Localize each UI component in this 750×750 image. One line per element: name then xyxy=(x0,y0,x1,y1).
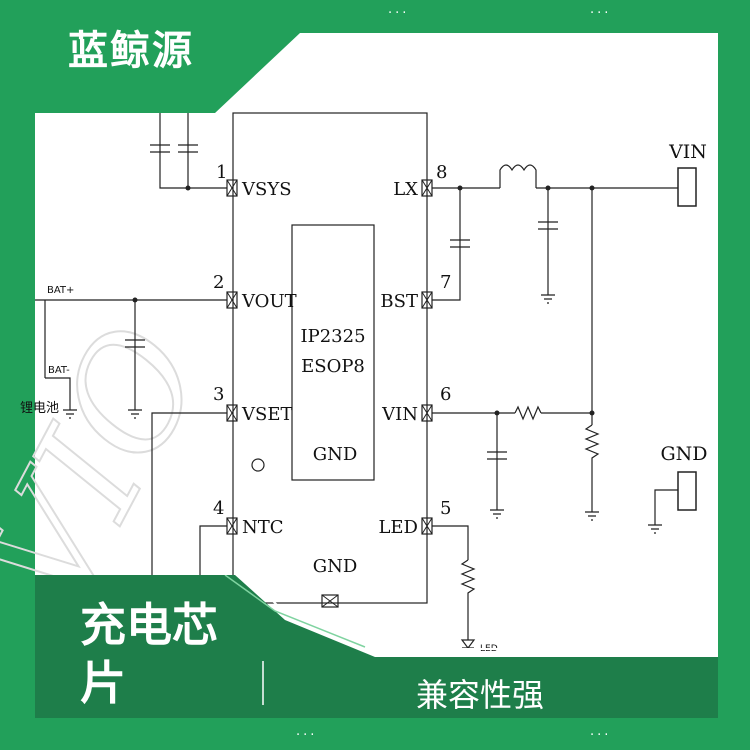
wire-vsys xyxy=(159,113,227,189)
bat-minus-label: BAT- xyxy=(48,365,70,376)
wire-led xyxy=(432,525,469,560)
decorative-dots: ... xyxy=(388,2,410,17)
pin-number-3: 3 xyxy=(213,384,224,405)
brand-logo-text: 蓝鲸源 xyxy=(68,28,194,74)
cap-vsys-1 xyxy=(150,144,170,153)
resistor-led xyxy=(460,559,476,640)
pin-number-2: 2 xyxy=(213,272,224,293)
ground-symbol xyxy=(128,409,142,419)
pin-name-vsys: VSYS xyxy=(241,179,292,200)
pin-box-gnd xyxy=(321,594,339,608)
wire-gnd-terminal xyxy=(654,489,678,525)
pin-number-4: 4 xyxy=(213,498,224,519)
pin-number-6: 6 xyxy=(440,384,451,405)
cap-lx xyxy=(538,221,558,230)
gnd-terminal-label: GND xyxy=(660,443,707,465)
resistor-ntc xyxy=(584,424,600,512)
cap-vsys-2 xyxy=(178,144,198,153)
wire-vset xyxy=(151,412,227,575)
pin-number-8: 8 xyxy=(436,162,447,183)
ground-symbol xyxy=(63,409,77,419)
ground-symbol xyxy=(490,509,504,519)
bottom-banner-bg xyxy=(35,575,718,718)
product-title: 充电芯片 xyxy=(80,598,218,710)
decorative-dots: ... xyxy=(590,724,612,739)
pin-name-bst: BST xyxy=(380,291,418,312)
pin-name-vset: VSET xyxy=(241,404,292,425)
chip-body xyxy=(232,112,428,604)
pin-number-5: 5 xyxy=(440,498,451,519)
pin-name-led: LED xyxy=(378,517,418,538)
pin-name-ntc: NTC xyxy=(242,517,284,538)
cap-vout xyxy=(125,339,145,348)
ground-symbol xyxy=(541,294,555,304)
wire-bat-minus xyxy=(45,377,71,410)
chip-center-pad xyxy=(291,224,375,481)
pin-number-1: 1 xyxy=(216,162,227,183)
cap-bst xyxy=(450,239,470,248)
pin-name-bottom-gnd: GND xyxy=(313,556,358,577)
inductor xyxy=(499,164,537,188)
decorative-dots: ... xyxy=(296,724,318,739)
ground-symbol xyxy=(648,524,662,534)
marker-circle xyxy=(251,458,265,472)
pin-name-vout: VOUT xyxy=(241,291,297,312)
battery-label: 锂电池 xyxy=(20,401,59,416)
pin-number-7: 7 xyxy=(440,272,451,293)
cap-vin xyxy=(487,451,507,460)
wire-bst xyxy=(432,188,461,301)
wire-ntc xyxy=(199,525,227,575)
gnd-terminal xyxy=(677,471,697,511)
vin-terminal-label: VIN xyxy=(668,141,707,163)
bat-plus-label: BAT+ xyxy=(47,285,74,296)
pin-name-vin: VIN xyxy=(381,404,418,425)
pin-name-lx: LX xyxy=(393,179,418,200)
resistor-vin xyxy=(514,405,542,421)
chip-part-number: IP2325 xyxy=(300,326,365,347)
chip-gnd-pad-label: GND xyxy=(313,444,358,465)
ground-symbol xyxy=(585,511,599,521)
vin-terminal xyxy=(677,167,697,207)
decorative-dots: ... xyxy=(590,2,612,17)
chip-package: ESOP8 xyxy=(301,356,365,377)
feature-label: 兼容性强 xyxy=(416,676,545,714)
